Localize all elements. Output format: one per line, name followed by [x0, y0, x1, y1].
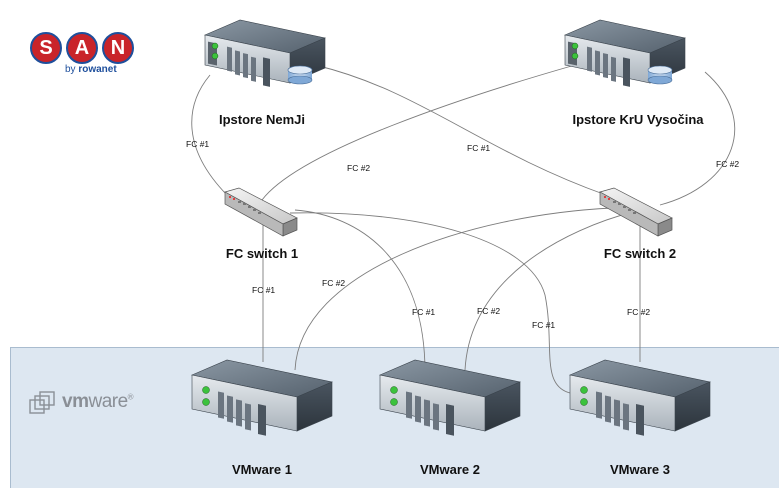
- server-storage2: [564, 19, 686, 87]
- link-label: FC #1: [186, 139, 209, 149]
- link-label: FC #1: [467, 143, 490, 153]
- link-label: FC #2: [477, 306, 500, 316]
- switch1-label: FC switch 1: [225, 246, 299, 261]
- server-vm1: [191, 359, 333, 436]
- server-vm3: [569, 359, 711, 436]
- san-letter: A: [66, 32, 98, 64]
- link-switch1-vm2: [294, 209, 426, 373]
- link-storage2-switch1: [261, 64, 576, 201]
- vm3-label: VMware 3: [610, 462, 670, 477]
- link-switch1-vm3: [289, 212, 571, 394]
- link-label: FC #1: [532, 320, 555, 330]
- link-switch2-vm2: [464, 209, 641, 371]
- link-label: FC #2: [347, 163, 370, 173]
- link-label: FC #1: [252, 285, 275, 295]
- vmware-mark-icon: [29, 391, 55, 414]
- vm1-label: VMware 1: [232, 462, 292, 477]
- server-storage1: [204, 19, 326, 87]
- link-label: FC #2: [627, 307, 650, 317]
- vmware-wordmark: vmware®: [62, 391, 134, 412]
- switch2-label: FC switch 2: [603, 246, 677, 261]
- link-label: FC #1: [412, 307, 435, 317]
- switch-2: [599, 187, 673, 237]
- san-letter: S: [30, 32, 62, 64]
- server-vm2: [379, 359, 521, 436]
- san-logo: S A N by rowanet: [30, 32, 140, 80]
- storage1-label: Ipstore NemJi: [219, 112, 305, 127]
- link-storage1-switch1: [191, 74, 233, 201]
- link-switch2-vm1: [294, 207, 613, 371]
- link-label: FC #2: [322, 278, 345, 288]
- link-storage1-switch2: [314, 64, 607, 196]
- link-storage2-switch2: [659, 71, 735, 206]
- vmware-logo: vmware®: [28, 390, 168, 416]
- vm2-label: VMware 2: [420, 462, 480, 477]
- storage2-label: Ipstore KrU Vysočina: [572, 112, 704, 127]
- san-letter: N: [102, 32, 134, 64]
- switch-1: [224, 187, 298, 237]
- link-label: FC #2: [716, 159, 739, 169]
- san-tagline: by rowanet: [65, 64, 117, 75]
